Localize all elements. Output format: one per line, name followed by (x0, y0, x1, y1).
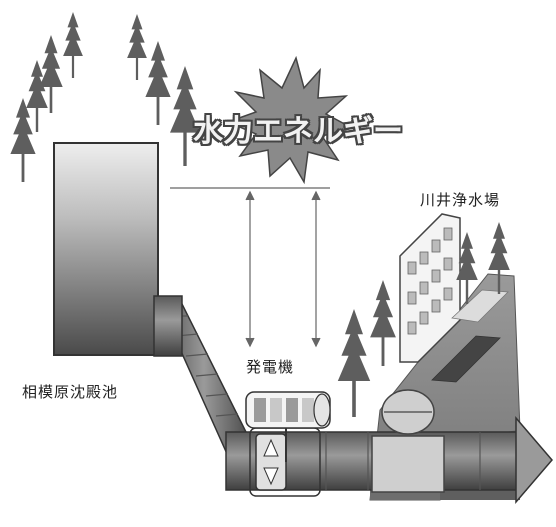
head-height-indicator (170, 187, 330, 348)
water-plant-label: 川井浄水場 (420, 191, 501, 209)
arrow-right-icon (515, 415, 553, 505)
tree-icon (63, 12, 83, 78)
settling-pond-label: 相模原沈殿池 (22, 383, 119, 401)
turbine-icon (249, 418, 321, 497)
generator-icon (245, 391, 331, 429)
explosion-burst-icon (225, 55, 355, 185)
tree-icon (26, 60, 48, 132)
generator-label: 発電機 (246, 358, 295, 376)
hydro-energy-label: 水力エネルギー (193, 114, 403, 149)
valve-chamber (371, 389, 445, 493)
settling-pond (53, 142, 159, 356)
tree-icon (337, 309, 371, 417)
tree-icon (370, 280, 396, 366)
tree-icon (145, 41, 171, 125)
water-plant-building (399, 213, 509, 383)
tree-icon (10, 98, 36, 182)
tree-icon (127, 14, 147, 80)
